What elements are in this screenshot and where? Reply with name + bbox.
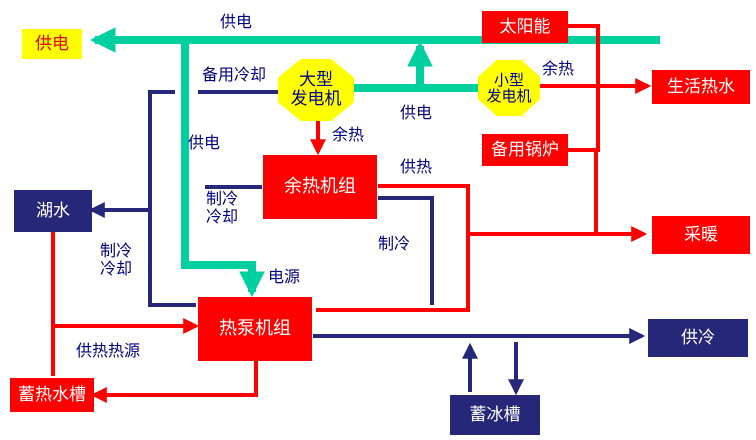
heat-storage-tank-node: 蓄热水槽: [10, 378, 94, 412]
label-heat-source: 供热热源: [76, 341, 141, 360]
cooling-left-bus: [148, 90, 196, 307]
large-generator-node: 大型 发电机: [278, 59, 354, 121]
small-generator-line1: 小型: [493, 70, 524, 89]
heating-node: 采暖: [652, 216, 750, 254]
large-generator-line1: 大型: [299, 70, 333, 91]
domestic-hot-water-node: 生活热水: [652, 70, 750, 104]
cooling-supply-node: 供冷: [648, 319, 748, 357]
heat-boiler: [594, 152, 648, 242]
lake-water-node: 湖水: [14, 190, 92, 232]
cooling-refrig: [378, 196, 434, 305]
label-power-top: 供电: [220, 12, 253, 31]
label-power-source: 电源: [268, 267, 301, 286]
label-refrig-cooling-left: 制冷冷却: [100, 241, 133, 279]
backup-boiler-node: 备用锅炉: [482, 134, 568, 166]
label-refrig-cooling-mid: 制冷冷却: [206, 189, 239, 227]
heat-lines: [51, 24, 652, 403]
power-supply-node: 供电: [22, 29, 82, 59]
ice-storage-tank-node: 蓄冰槽: [450, 395, 540, 435]
label-waste-heat-large: 余热: [332, 125, 365, 144]
label-backup-cooling: 备用冷却: [202, 65, 267, 84]
heat-pump-unit-node: 热泵机组: [198, 297, 312, 361]
small-generator-node: 小型 发电机: [478, 60, 540, 116]
power-line-left: [181, 40, 265, 298]
power-lines: [89, 27, 660, 298]
label-waste-heat-small: 余热: [542, 59, 575, 78]
heat-storage: [90, 360, 258, 403]
small-generator-line2: 发电机: [486, 87, 532, 105]
solar-node: 太阳能: [482, 11, 568, 43]
heat-supply-line: [316, 184, 470, 312]
cooling-lines: [88, 90, 646, 396]
label-heat-supply: 供热: [400, 157, 433, 176]
waste-heat-unit-node: 余热机组: [263, 155, 377, 219]
label-refrigeration: 制冷: [378, 234, 411, 253]
label-power-left: 供电: [188, 133, 221, 152]
label-power-mid: 供电: [400, 103, 433, 122]
large-generator-line2: 发电机: [290, 89, 342, 109]
